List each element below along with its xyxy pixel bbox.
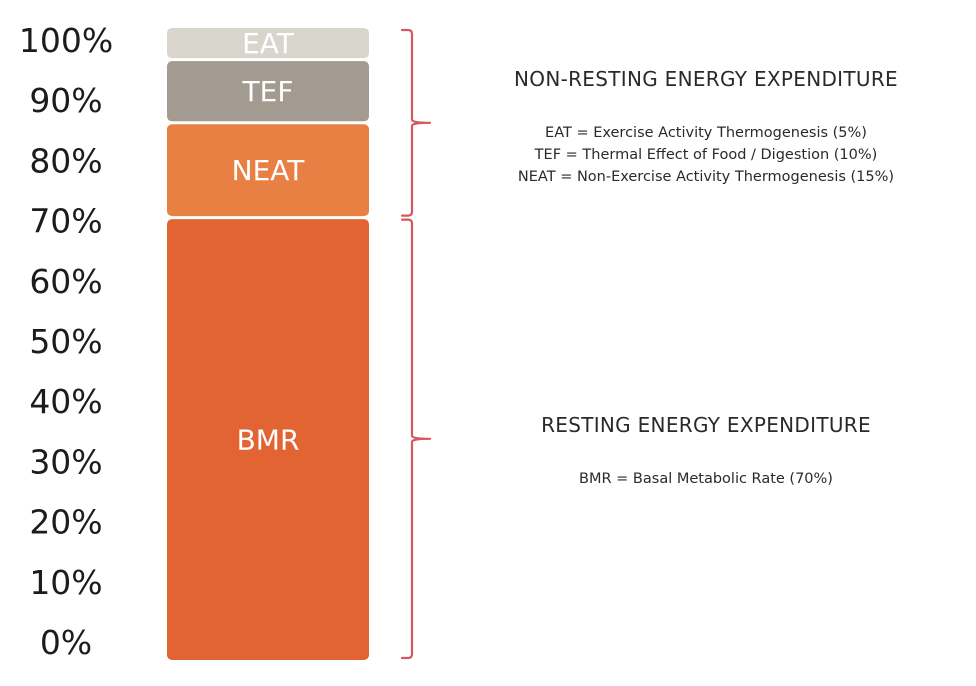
- y-tick-label: 50%: [29, 322, 102, 361]
- annotation-title: RESTING ENERGY EXPENDITURE: [541, 413, 871, 437]
- bar-segment-tef: [167, 61, 369, 122]
- annotations: NON-RESTING ENERGY EXPENDITURE EAT = Exer…: [514, 67, 898, 487]
- y-tick-label: 100%: [19, 21, 113, 60]
- y-tick-label: 0%: [40, 623, 92, 662]
- y-tick-label: 10%: [29, 563, 102, 602]
- y-tick-label: 40%: [29, 382, 102, 421]
- y-axis: 0% 10% 20% 30% 40% 50% 60% 70% 80% 90% 100%: [19, 21, 113, 662]
- bar-segment-bmr: [167, 219, 369, 660]
- segment-label-bmr: BMR: [237, 424, 300, 457]
- y-tick-label: 70%: [29, 202, 102, 241]
- braces: [400, 28, 432, 660]
- brace-1: [400, 218, 432, 660]
- annotation-line: NEAT = Non-Exercise Activity Thermogenes…: [518, 169, 894, 185]
- bar-segment-eat: [167, 28, 369, 59]
- y-tick-label: 20%: [29, 503, 102, 542]
- segment-label-neat: NEAT: [232, 154, 306, 187]
- y-tick-label: 60%: [29, 262, 102, 301]
- annotation-line: BMR = Basal Metabolic Rate (70%): [579, 471, 833, 487]
- stacked-bar: BMR NEAT TEF EAT: [167, 27, 369, 660]
- annotation-line: EAT = Exercise Activity Thermogenesis (5…: [545, 125, 867, 141]
- y-tick-label: 90%: [29, 81, 102, 120]
- y-tick-label: 80%: [29, 141, 102, 180]
- brace-0: [400, 28, 432, 217]
- bar-segment-neat: [167, 124, 369, 217]
- segment-label-eat: EAT: [242, 27, 295, 60]
- y-tick-label: 30%: [29, 442, 102, 481]
- annotation-title: NON-RESTING ENERGY EXPENDITURE: [514, 67, 898, 91]
- segment-label-tef: TEF: [242, 75, 294, 108]
- annotation-line: TEF = Thermal Effect of Food / Digestion…: [534, 147, 878, 163]
